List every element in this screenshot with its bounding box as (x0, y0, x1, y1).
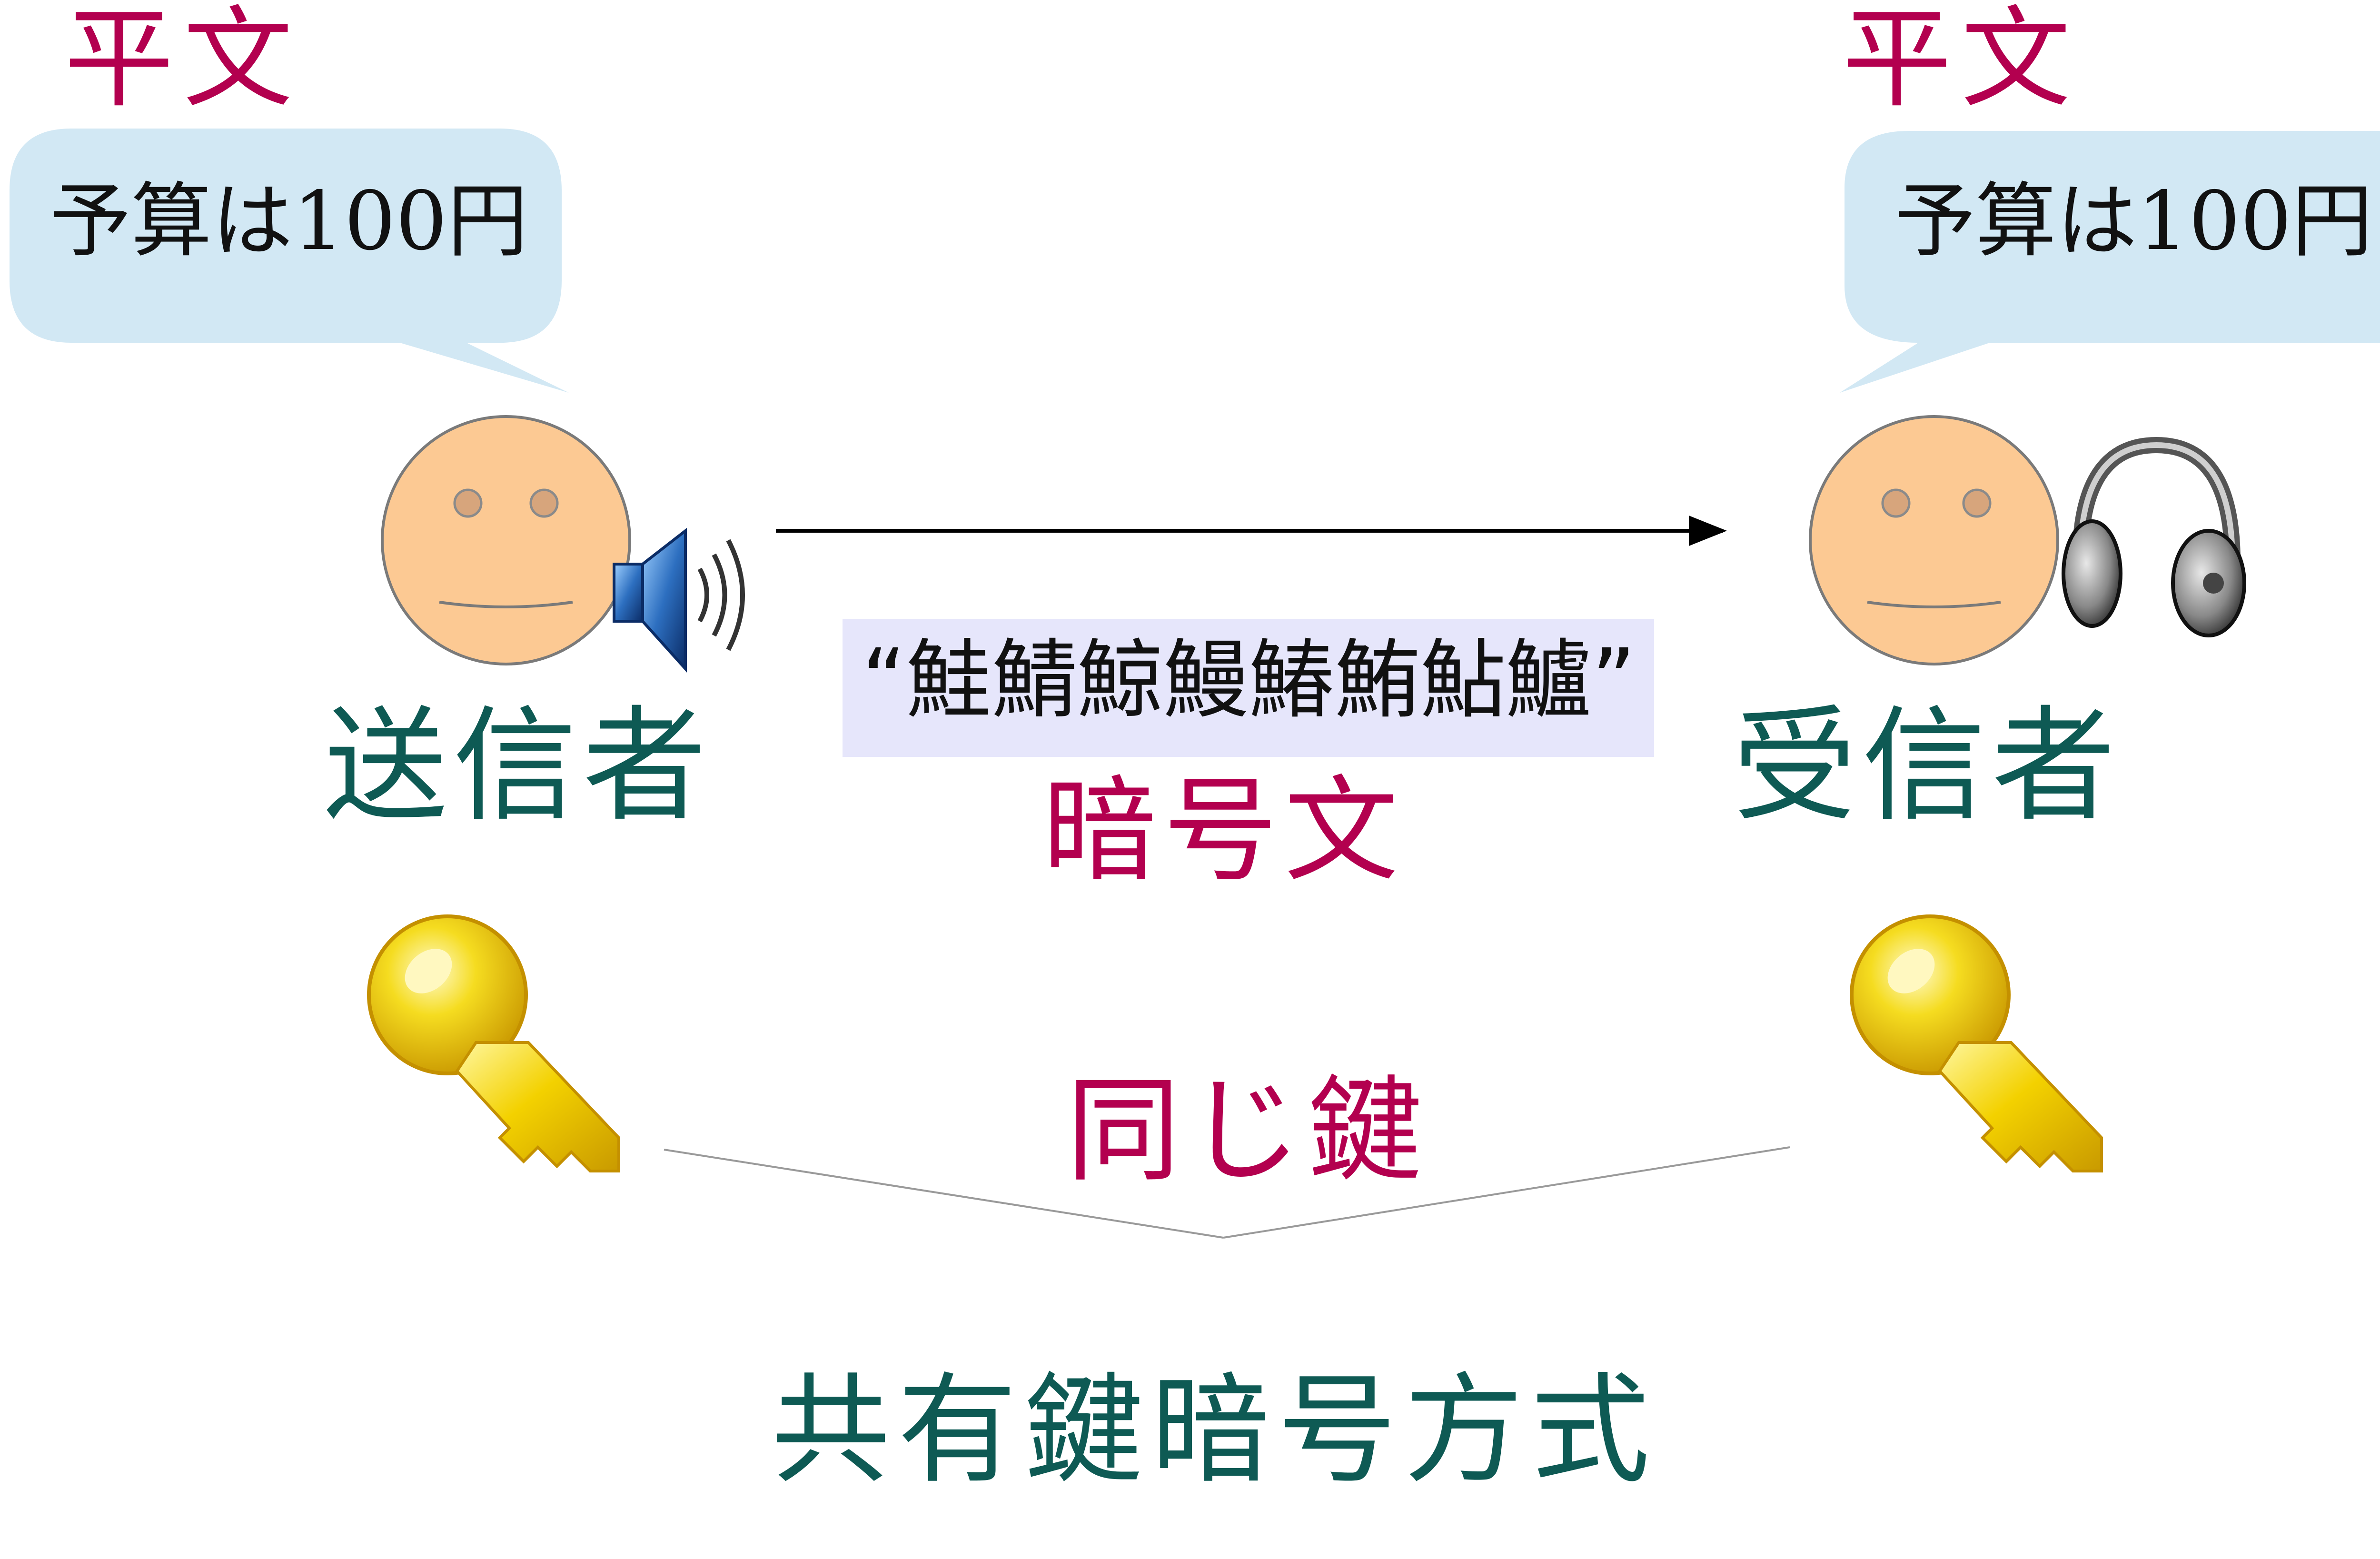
sender-plaintext-label: 平文 (64, 0, 303, 123)
headphones-icon (2062, 437, 2246, 637)
key-icon (1850, 914, 2103, 1172)
receiver-speech-bubble (1840, 131, 2380, 393)
receiver-face (1809, 415, 2059, 665)
method-title: 共有鍵暗号方式 (771, 1361, 1657, 1499)
speaker-icon (613, 527, 745, 673)
sender-speech-bubble (10, 129, 569, 393)
receiver-bubble-text: 予算は100円 (1894, 174, 2373, 268)
receiver-plaintext-label: 平文 (1842, 0, 2081, 123)
ciphertext-box (843, 619, 1654, 757)
same-key-connector (664, 1146, 1790, 1239)
sender-bubble-text: 予算は100円 (50, 174, 528, 268)
sender-role-label: 送信者 (324, 695, 712, 838)
ciphertext-label: 暗号文 (1042, 764, 1406, 897)
receiver-role-label: 受信者 (1733, 695, 2121, 838)
ciphertext-value: “鮭鯖鯨鰻鰆鮪鮎鱸” (862, 631, 1636, 730)
sender-face (381, 415, 631, 665)
same-key-label: 同じ鍵 (1066, 1064, 1429, 1197)
key-icon (367, 914, 620, 1172)
